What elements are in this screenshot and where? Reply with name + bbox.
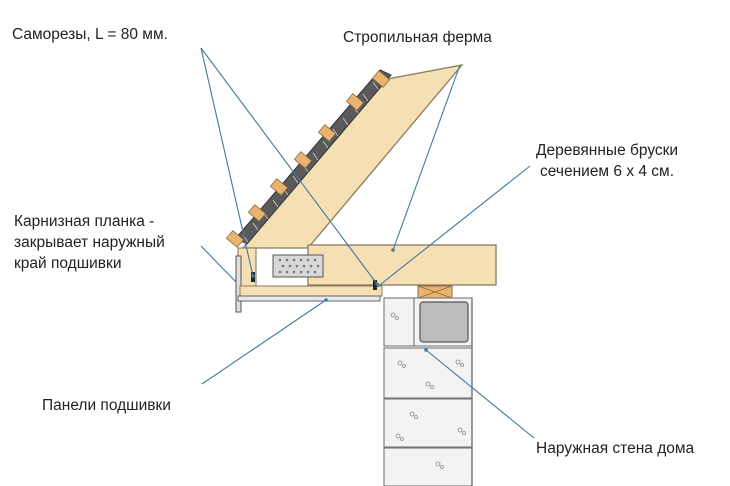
wall-block-2 [383,347,473,399]
label-fascia-line2: закрывает наружный [14,234,165,251]
block-texture [390,312,466,469]
plate-holes [278,258,320,274]
label-wooden-bars-line2: сечением 6 х 4 см. [540,163,675,180]
roof-battens [225,70,391,248]
wall-top-bar-cross2 [417,285,453,299]
label-fascia: Карнизная планка - закрывает наружный кр… [14,211,165,274]
wall-block-4 [383,447,473,486]
label-exterior-wall: Наружная стена дома [536,440,695,457]
label-truss: Стропильная ферма [343,29,492,46]
soffit-panel [237,295,381,302]
label-wooden-bars: Деревянные бруски сечением 6 х 4 см. [536,140,678,182]
label-fascia-line3: край подшивки [14,255,122,272]
tie-beam [307,244,497,286]
leader-dots [251,248,428,352]
leader-lines [200,47,535,439]
wall-insulation [419,301,469,343]
label-soffit-panels: Панели подшивки [42,397,171,414]
label-screws: Саморезы, L = 80 мм. [12,26,168,43]
wall-block-top-left [383,297,415,347]
label-wooden-bars-line1: Деревянные бруски [536,142,679,159]
soffit-bar [239,285,383,297]
rafter [241,64,464,249]
fascia-board [235,255,242,313]
label-fascia-line1: Карнизная планка - [14,213,155,230]
roof-covering [235,69,392,245]
wall-block-3 [383,398,473,448]
